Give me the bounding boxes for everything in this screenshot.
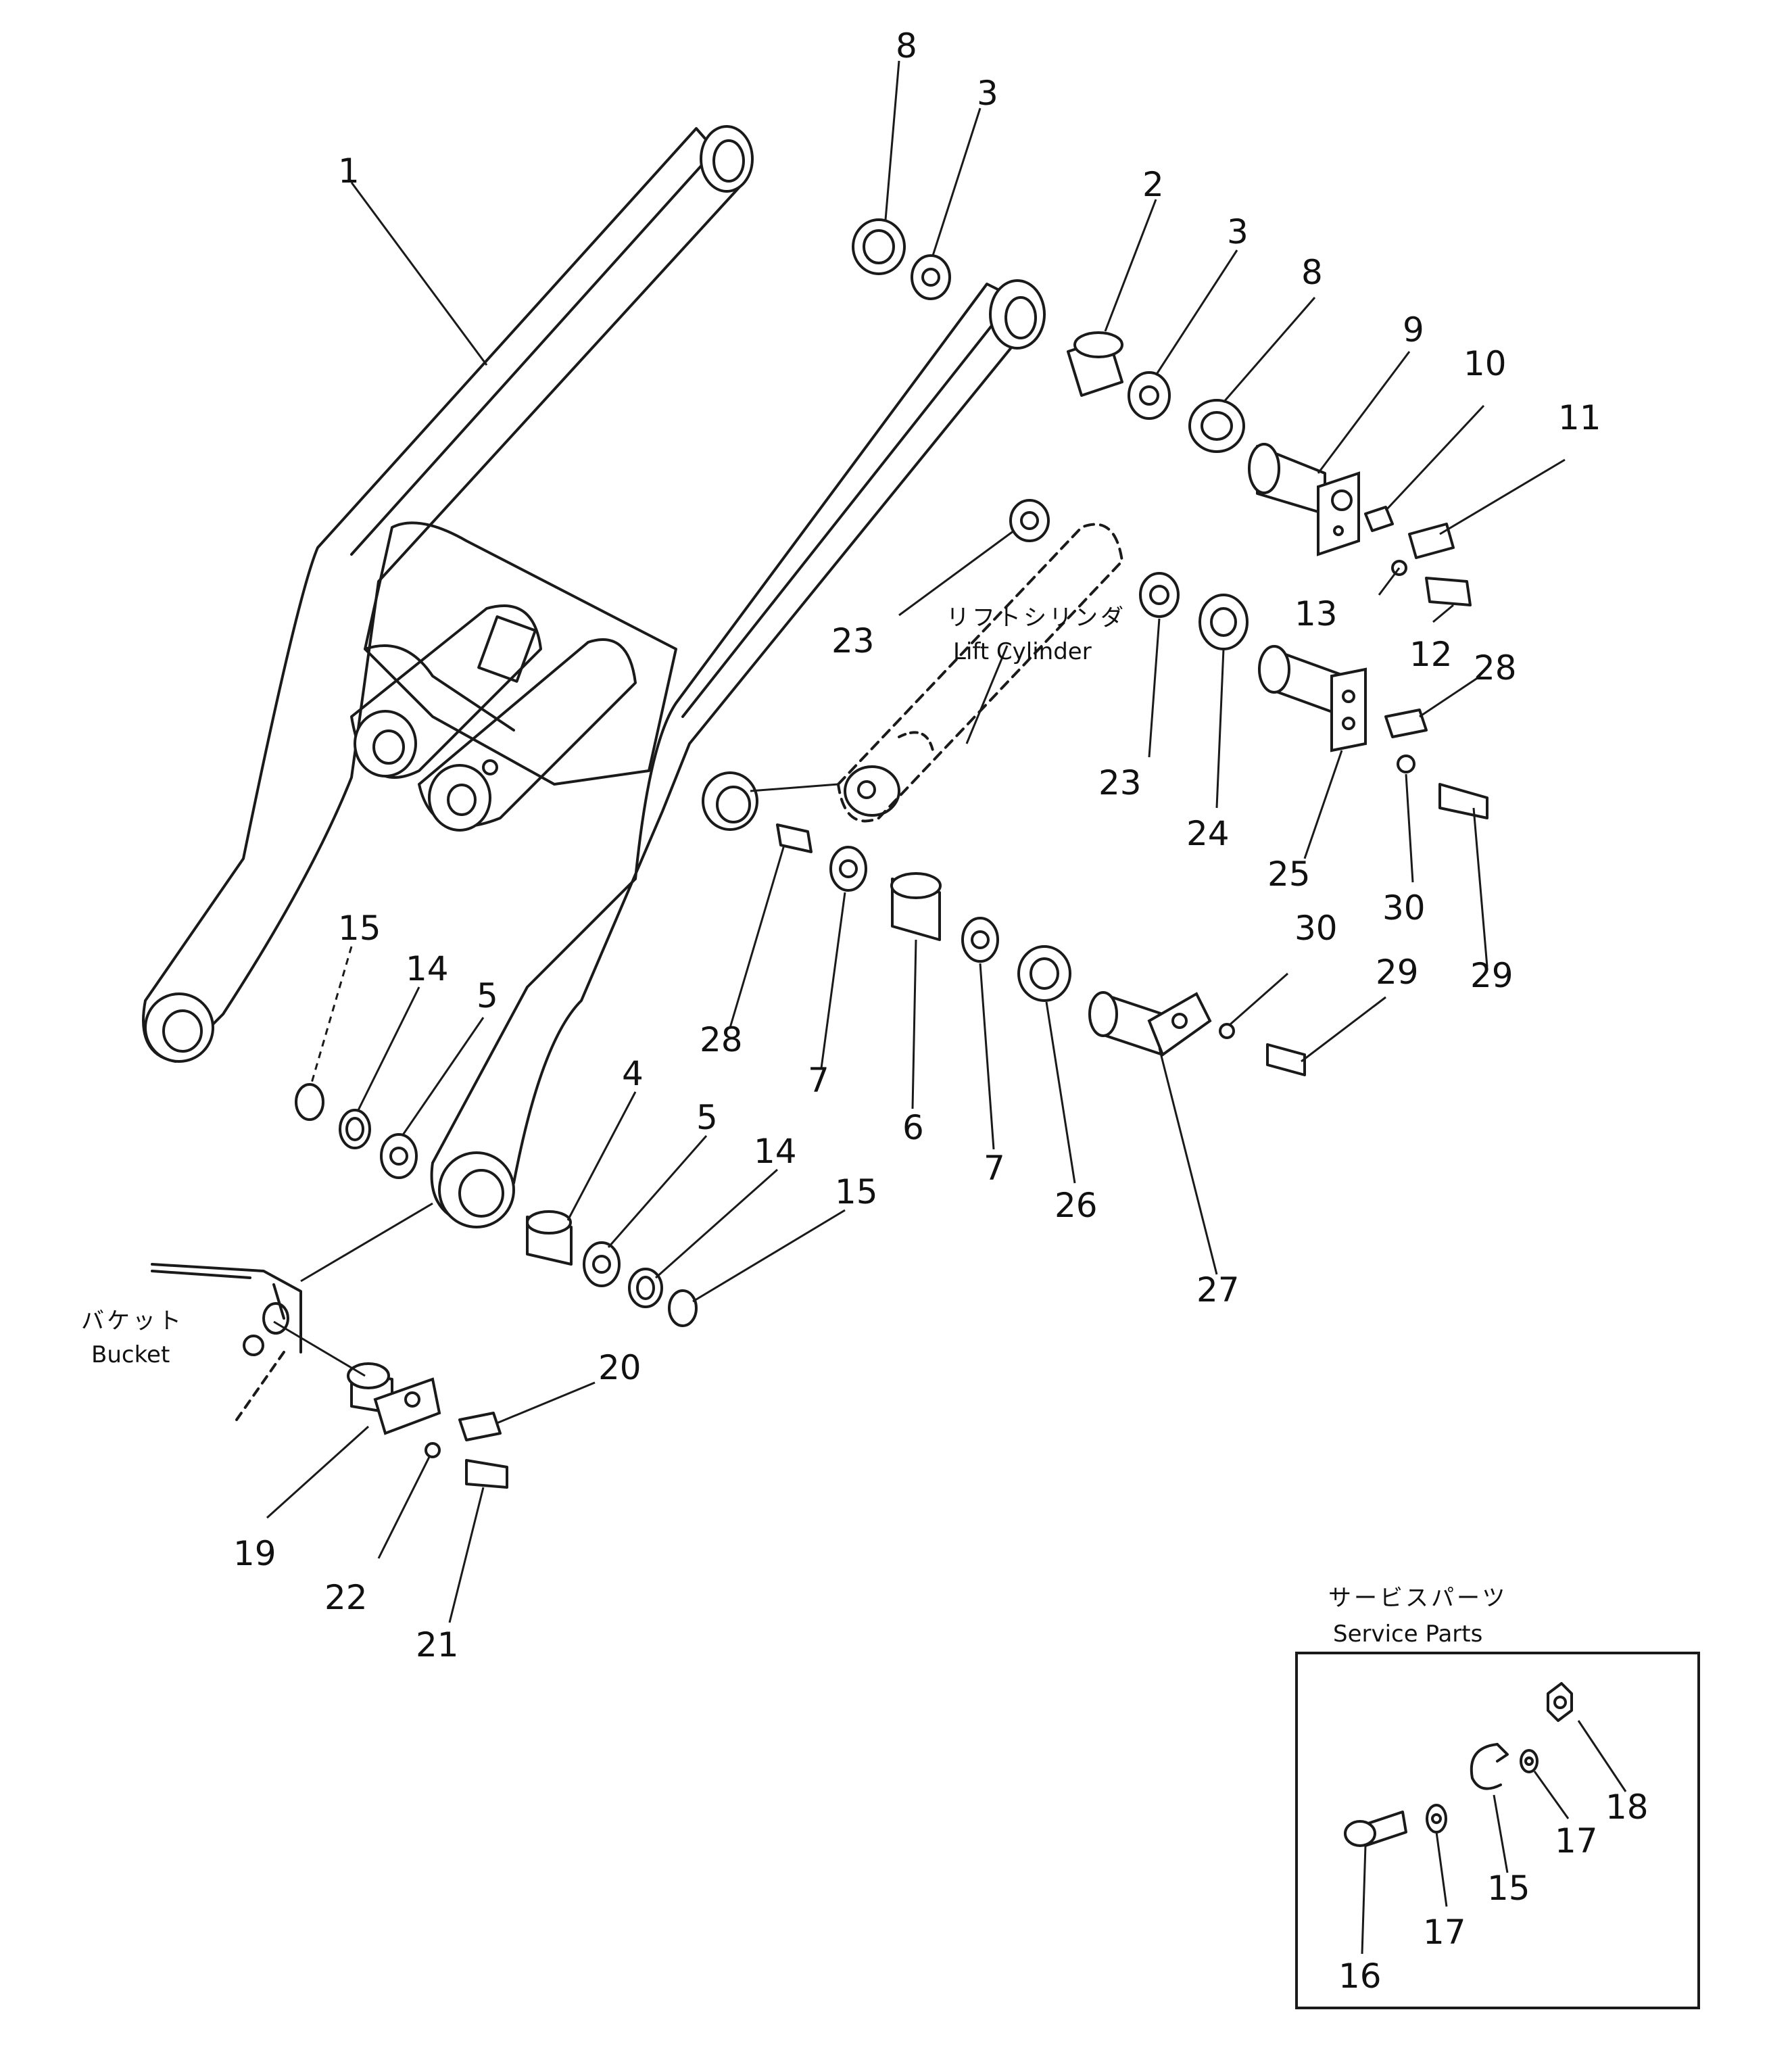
callout-24: 24: [1186, 814, 1230, 853]
callout-23: 23: [831, 621, 875, 661]
callout-23: 23: [1098, 763, 1142, 803]
callout-11: 11: [1558, 398, 1601, 437]
bucket-label-en: Bucket: [91, 1341, 170, 1368]
callout-3: 3: [1227, 212, 1249, 251]
callout-15: 15: [835, 1172, 878, 1212]
service-parts-box: [1295, 1652, 1700, 2009]
lift-cylinder-label-jp: リフトシリンダ: [946, 604, 1126, 631]
callout-5: 5: [477, 976, 498, 1015]
callout-2: 2: [1142, 165, 1164, 204]
service-parts-label-jp: サービスパーツ: [1328, 1585, 1507, 1612]
leader-lines: [266, 60, 1566, 1623]
callout-19: 19: [233, 1534, 276, 1573]
callout-30: 30: [1294, 909, 1338, 948]
bucket-label-jp: バケット: [81, 1308, 184, 1335]
callout-15: 15: [1487, 1869, 1530, 1908]
callout-25: 25: [1267, 855, 1311, 894]
callout-18: 18: [1605, 1788, 1649, 1827]
callout-13: 13: [1294, 594, 1338, 633]
bucket-fragment: [151, 1263, 302, 1421]
callout-7: 7: [808, 1061, 829, 1100]
callout-20: 20: [598, 1348, 641, 1387]
callout-14: 14: [754, 1132, 797, 1171]
callout-21: 21: [416, 1625, 459, 1664]
callout-17: 17: [1423, 1913, 1466, 1952]
callout-15: 15: [338, 909, 381, 948]
text-labels: リフトシリンダ Lift Cylinder バケット Bucket サービスパー…: [81, 604, 1507, 1648]
callout-4: 4: [622, 1054, 644, 1093]
callout-9: 9: [1403, 310, 1424, 350]
callout-30: 30: [1382, 888, 1426, 928]
callout-10: 10: [1463, 344, 1507, 383]
callout-7: 7: [984, 1149, 1005, 1188]
callout-27: 27: [1196, 1270, 1240, 1310]
callout-1: 1: [338, 151, 360, 191]
callout-28: 28: [1474, 648, 1517, 688]
callout-14: 14: [406, 949, 449, 988]
callout-6: 6: [902, 1108, 924, 1147]
lift-cylinder-label-en: Lift Cylinder: [953, 638, 1092, 665]
callout-26: 26: [1055, 1186, 1098, 1225]
lift-arm-assembly: [142, 125, 1046, 1228]
callout-28: 28: [700, 1020, 743, 1059]
callout-22: 22: [324, 1578, 368, 1617]
callout-16: 16: [1338, 1957, 1382, 1996]
callout-8: 8: [1301, 253, 1323, 292]
callout-8: 8: [896, 26, 917, 66]
callout-17: 17: [1555, 1821, 1598, 1861]
callout-numbers: 1 8 3 2 3 8 9 10 11 13 12 23 28 23 24 25…: [233, 26, 1649, 1996]
callout-12: 12: [1409, 635, 1453, 674]
callout-3: 3: [977, 74, 998, 113]
callout-29: 29: [1470, 956, 1513, 995]
service-parts-label-en: Service Parts: [1333, 1621, 1482, 1648]
small-parts: [295, 218, 1488, 1489]
callout-29: 29: [1376, 953, 1419, 992]
callout-5: 5: [696, 1098, 718, 1137]
lift-cylinder: [837, 523, 1123, 823]
